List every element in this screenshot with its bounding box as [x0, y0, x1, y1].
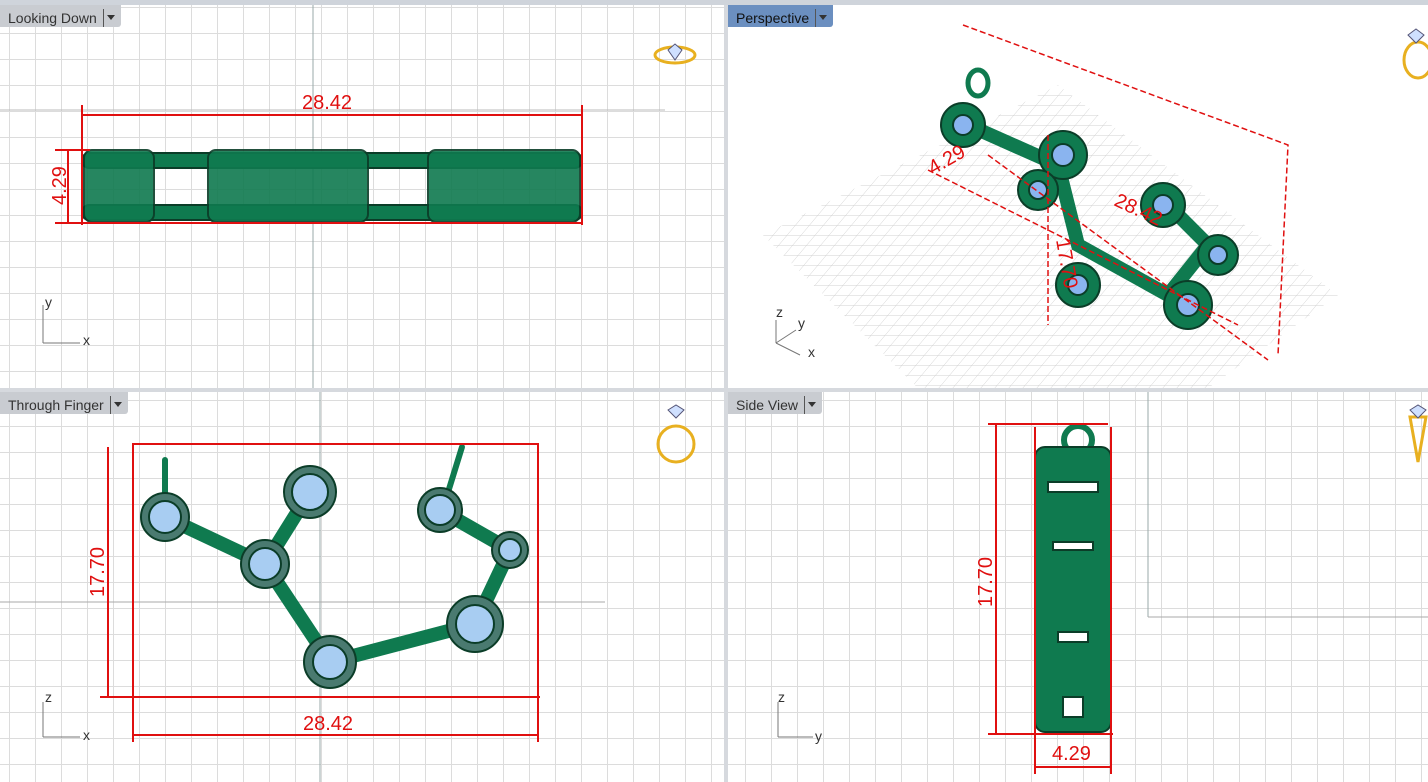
axis-label-z: z	[778, 689, 785, 705]
ring-orientation-icon	[656, 404, 696, 464]
dropdown-arrow-icon[interactable]	[815, 8, 829, 27]
viewport-title: Through Finger	[8, 396, 104, 413]
axis-label-y: y	[815, 728, 822, 744]
dropdown-arrow-icon[interactable]	[804, 395, 818, 414]
viewport-perspective[interactable]: Perspective 4.29 28.42 17.70 z y x	[728, 5, 1428, 388]
top-toolbar-strip	[0, 0, 1428, 5]
viewport-canvas: 4.29 28.42 17.70 z y x	[763, 24, 1428, 388]
axis-label-x: x	[808, 344, 815, 360]
dimension-lines	[988, 423, 1113, 774]
axis-label-y: y	[798, 315, 805, 331]
dropdown-arrow-icon[interactable]	[102, 8, 117, 27]
axis-label-x: x	[83, 332, 90, 348]
dimension-lines	[927, 24, 1289, 361]
viewport-title: Side View	[736, 396, 799, 413]
axis-label-z: z	[776, 304, 783, 320]
viewport-canvas: 17.70 4.29 z y	[777, 392, 1428, 774]
dimension-length: 28.42	[303, 713, 353, 735]
viewport-canvas: 28.42 4.29 y x	[0, 5, 697, 388]
axis-gizmo	[42, 702, 80, 738]
axis-label-z: z	[45, 689, 52, 705]
viewport-tab-looking-down[interactable]: Looking Down	[0, 5, 121, 27]
viewport-side-view[interactable]: Side View 17.70 4.29 z y	[728, 392, 1428, 782]
viewport-tab-side-view[interactable]: Side View	[728, 392, 823, 414]
viewport-tab-through-finger[interactable]: Through Finger	[0, 392, 128, 414]
dimension-lines	[55, 105, 583, 225]
viewport-tab-perspective[interactable]: Perspective	[728, 5, 834, 27]
dimension-length: 28.42	[302, 92, 352, 114]
viewport-canvas: 17.70 28.42 z x	[0, 392, 696, 782]
dimension-height: 17.70	[975, 557, 997, 607]
axis-label-y: y	[45, 294, 52, 310]
viewport-through-finger[interactable]: Through Finger 17.70 28.42 z x	[0, 392, 724, 782]
viewport-title: Perspective	[736, 9, 810, 26]
axis-label-x: x	[83, 727, 90, 743]
axis-gizmo	[42, 305, 80, 344]
axis-gizmo	[777, 702, 813, 738]
ring-orientation-icon	[653, 43, 697, 65]
viewport-title: Looking Down	[8, 9, 97, 26]
viewport-looking-down[interactable]: Looking Down 28.42 4.29 y x	[0, 5, 724, 388]
dimension-lines	[100, 443, 540, 742]
pendant-model	[1034, 423, 1112, 733]
construction-grid	[763, 85, 1338, 388]
dimension-width: 4.29	[1052, 743, 1091, 765]
dropdown-arrow-icon[interactable]	[109, 395, 124, 414]
gem-settings	[140, 465, 529, 689]
ring-orientation-icon	[1402, 28, 1428, 80]
pendant-model	[81, 149, 583, 223]
ring-orientation-icon	[1408, 404, 1428, 463]
dimension-height: 17.70	[87, 547, 109, 597]
dimension-height: 4.29	[49, 166, 71, 205]
axis-gizmo	[775, 320, 801, 356]
